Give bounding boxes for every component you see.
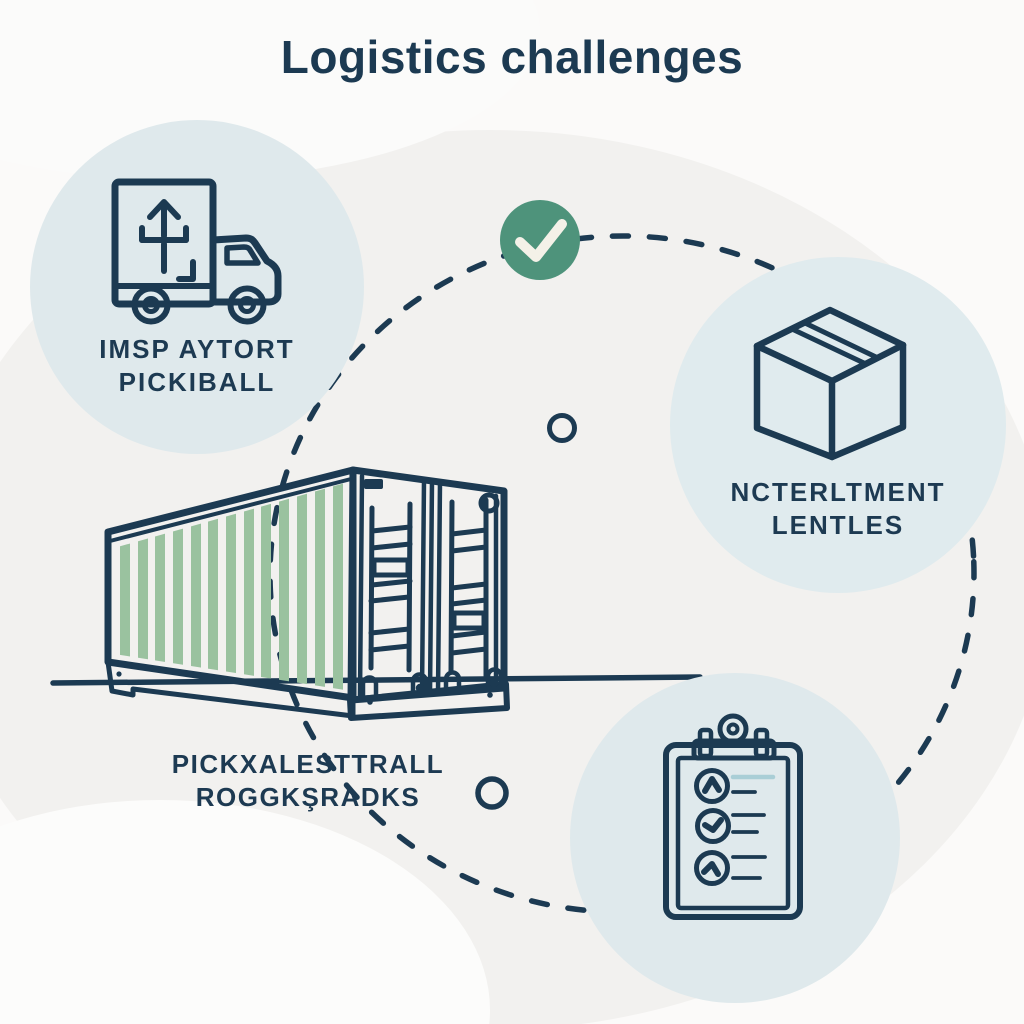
checklist-bullet: [694, 850, 730, 886]
door-label-plate: [364, 479, 383, 489]
clipboard-board: [663, 742, 803, 920]
clipboard-checklist-icon: [663, 713, 803, 920]
checklist-bullet: [695, 808, 731, 844]
check-circle-icon: [500, 200, 580, 280]
package-box-icon: [753, 306, 907, 461]
truck-wheel-hub: [142, 296, 160, 314]
door-lock-rods-right: [448, 497, 489, 679]
checklist-mark: [701, 861, 721, 877]
door-corner-ring: [478, 492, 500, 514]
checklist-mark: [702, 817, 724, 833]
container-top-rail-line: [108, 477, 353, 543]
checklist-bubble: [570, 673, 900, 1003]
checklist-mark: [702, 776, 722, 794]
container-label-line1: PICKXALESTTRALL: [171, 749, 445, 779]
truck-label-line2: PICKIBALL: [118, 367, 276, 397]
door-frame-line: [357, 473, 365, 699]
container-door-face: [347, 466, 508, 704]
clipboard-paper: [675, 755, 791, 911]
delivery-truck-icon: [111, 178, 282, 325]
background-blob-bottom: [0, 800, 490, 1024]
this-way-up-icon: [139, 199, 196, 282]
door-seam-line: [419, 477, 427, 698]
checklist-rows: [694, 768, 776, 886]
check-badge-circle: [500, 200, 580, 280]
clipboard-knob: [717, 713, 749, 745]
rail-mark: [116, 671, 122, 677]
page-title: Logistics challenges: [280, 31, 744, 83]
check-mark: [515, 219, 567, 262]
package-label: NCTERLTMENT LENTLES: [678, 476, 998, 542]
checklist-bullet: [694, 768, 730, 804]
small-dot-circle: [475, 776, 509, 810]
package-label-line1: NCTERLTMENT: [730, 477, 946, 507]
package-label-line2: LENTLES: [771, 510, 905, 540]
door-seam-line: [427, 478, 435, 697]
rail-mark: [487, 692, 493, 698]
container-stripes: [120, 483, 343, 690]
container-label: PICKXALESTTRALL ROGGKŞRADKS: [148, 748, 468, 814]
package-tape-line: [789, 326, 869, 367]
small-dot-circle: [547, 413, 577, 443]
truck-wheel: [227, 285, 267, 325]
package-outline: [753, 306, 907, 461]
clipboard-knob-hole: [726, 722, 740, 736]
truck-wheel: [131, 285, 171, 325]
shipping-container-illustration: [104, 466, 510, 721]
container-label-line2: ROGGKŞRADKS: [195, 782, 421, 812]
package-bubble: [670, 257, 1006, 593]
door-bottom-brackets: [360, 667, 504, 700]
truck-label: IMSP AYTORT PICKIBALL: [37, 333, 357, 399]
truck-cab: [209, 234, 282, 306]
package-tape-line: [802, 320, 881, 361]
truck-label-line1: IMSP AYTORT: [99, 334, 295, 364]
truck-window: [224, 244, 261, 266]
truck-wheel-hub: [238, 296, 256, 314]
door-seam-line: [435, 479, 443, 697]
door-lock-rods-left: [368, 501, 413, 673]
